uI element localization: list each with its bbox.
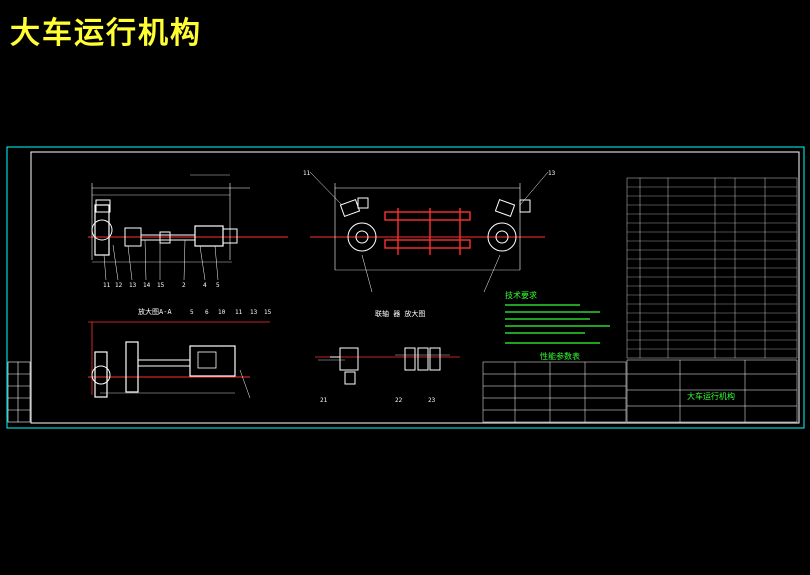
- params-table: [482, 361, 627, 423]
- balloon-number: 13: [548, 170, 556, 177]
- balloon-number: 4: [203, 282, 207, 289]
- tech-requirements-heading: 技术要求: [505, 290, 537, 300]
- balloon-number: 21: [320, 397, 328, 404]
- balloon-number: 15: [157, 282, 165, 289]
- parts-list-rows: [627, 186, 797, 350]
- balloon-number: 23: [428, 397, 436, 404]
- inner-drawing-frame: [30, 151, 800, 424]
- reducer: [124, 227, 142, 247]
- front-view: [88, 174, 288, 281]
- balloon-number: 11: [103, 282, 111, 289]
- balloon-number: 12: [115, 282, 123, 289]
- section-a-label: 放大图A-A: [138, 307, 172, 316]
- params-table-heading: 性能参数表: [540, 351, 580, 361]
- balloon-number: 14: [143, 282, 151, 289]
- balloon-number: 13: [250, 309, 258, 316]
- title-block: [626, 359, 798, 423]
- balloon-number: 15: [264, 309, 272, 316]
- balloon-number: 13: [129, 282, 137, 289]
- revision-strip: [7, 361, 31, 423]
- outer-sheet-frame: [6, 146, 805, 429]
- section-view-b: [315, 347, 460, 385]
- balloon-number: 6: [205, 309, 209, 316]
- section-view-a: [88, 321, 270, 399]
- balloon-number: 11: [235, 309, 243, 316]
- balloon-number: 11: [303, 170, 311, 177]
- balloon-number: 10: [218, 309, 226, 316]
- motor: [194, 225, 224, 247]
- balloon-number: 5: [190, 309, 194, 316]
- balloon-number: 5: [216, 282, 220, 289]
- drawing-title: 大车运行机构: [10, 16, 202, 51]
- balloon-number: 2: [182, 282, 186, 289]
- drive-unit-section: [189, 345, 236, 377]
- wheel: [94, 204, 110, 256]
- title-block-drawing-name: 大车运行机构: [687, 391, 735, 401]
- top-view: [309, 171, 549, 293]
- balloon-number: 22: [395, 397, 403, 404]
- coupling-view-label: 联轴 器 放大图: [375, 309, 425, 318]
- tech-requirements-block: [505, 304, 610, 344]
